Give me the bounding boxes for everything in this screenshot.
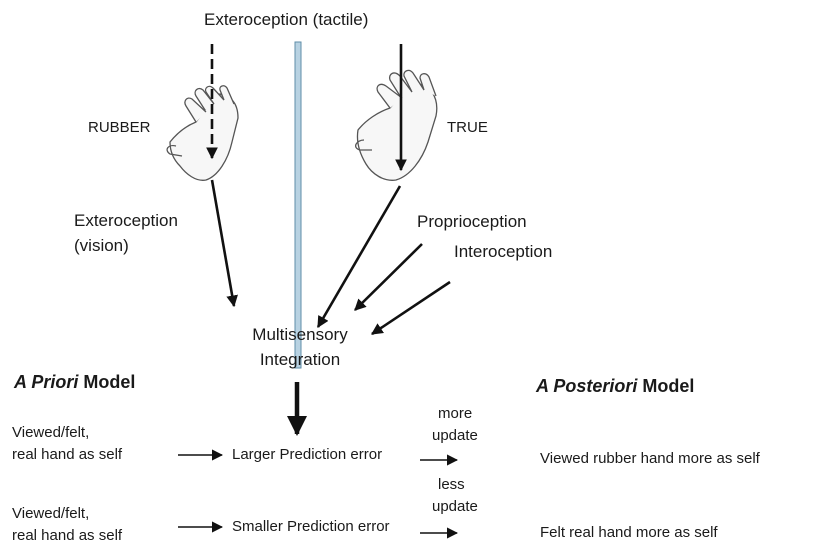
a-posteriori-title: A Posteriori Model	[536, 376, 694, 396]
interoception-label: Interoception	[454, 242, 553, 261]
divider-bar	[294, 41, 302, 369]
vision-arrow	[210, 179, 238, 308]
row2-update-line2: update	[432, 498, 478, 515]
a-priori-title-italic: A Priori	[14, 372, 79, 392]
row2-prior-line2: real hand as self	[12, 527, 123, 544]
true-label: TRUE	[447, 119, 488, 136]
true-hand-to-integration-arrow	[316, 185, 402, 329]
a-posteriori-title-italic: A Posteriori	[536, 376, 638, 396]
row2-error: Smaller Prediction error	[232, 518, 390, 535]
vision-label-line1: Exteroception	[74, 211, 178, 230]
a-priori-title: A Priori Model	[14, 372, 135, 392]
arrows	[178, 44, 459, 539]
row2-posterior: Felt real hand more as self	[540, 524, 718, 541]
row1-posterior: Viewed rubber hand more as self	[540, 450, 760, 467]
proprioception-arrow	[354, 243, 423, 311]
row2-update-line1: less	[438, 476, 465, 493]
vision-label-line2: (vision)	[74, 236, 129, 255]
row1-prior-line2: real hand as self	[12, 446, 123, 463]
a-priori-title-rest: Model	[78, 372, 136, 392]
row1-error: Larger Prediction error	[232, 446, 383, 463]
interoception-arrow	[371, 280, 451, 336]
a-posteriori-title-rest: Model	[637, 376, 695, 396]
rubber-label: RUBBER	[88, 119, 151, 136]
proprioception-label: Proprioception	[417, 212, 527, 231]
row1-prior-line1: Viewed/felt,	[12, 424, 90, 441]
row1-update-line2: update	[432, 427, 478, 444]
tactile-label: Exteroception (tactile)	[204, 10, 369, 29]
integration-label-line2: Integration	[259, 350, 341, 369]
row1-update-line1: more	[438, 405, 473, 422]
rubber-hand-icon	[166, 85, 239, 181]
true-hand-icon	[355, 69, 438, 181]
row2-prior-line1: Viewed/felt,	[12, 505, 90, 522]
integration-label-line1: Multisensory	[252, 325, 348, 344]
